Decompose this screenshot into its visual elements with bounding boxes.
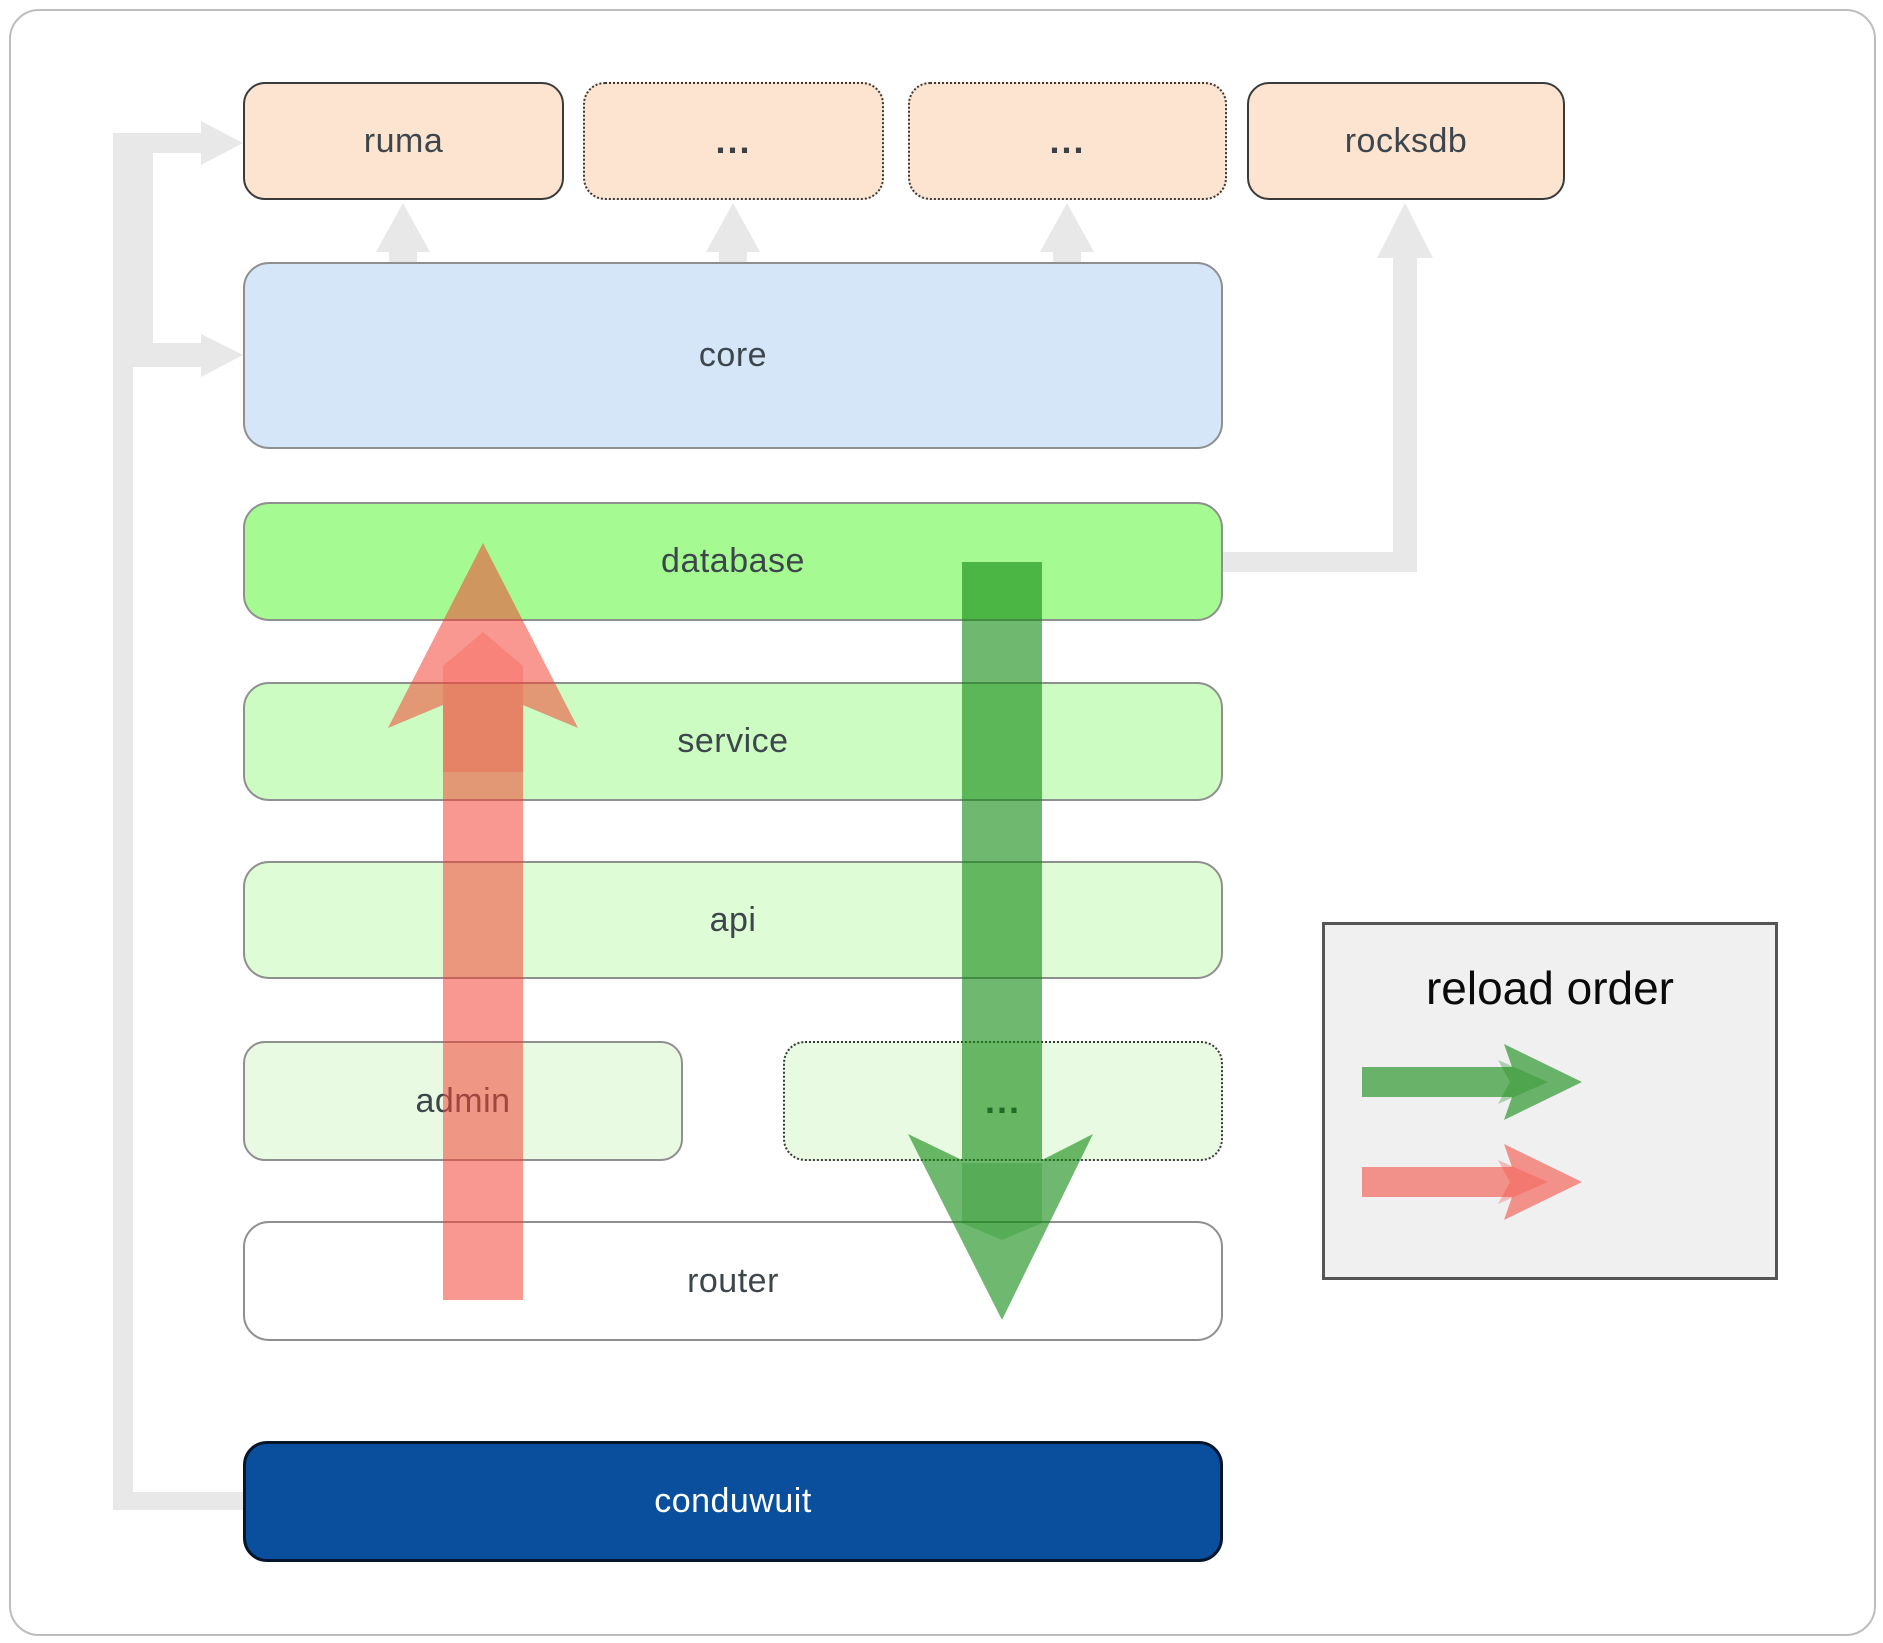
legend-title: reload order	[1425, 962, 1675, 1014]
box-external-2: ...	[908, 82, 1227, 200]
box-api: api	[243, 861, 1223, 979]
box-external-1-label: ...	[715, 120, 752, 161]
box-database: database	[243, 502, 1223, 621]
connector-trunk	[113, 133, 133, 1510]
box-service: service	[243, 682, 1223, 801]
box-conduwuit: conduwuit	[243, 1441, 1223, 1562]
box-api-label: api	[709, 900, 757, 939]
box-rocksdb: rocksdb	[1247, 82, 1565, 200]
connector-ruma-branch	[113, 133, 205, 153]
box-admin: admin	[243, 1041, 683, 1161]
connector-core-branch	[133, 343, 205, 367]
connector-core-riser	[133, 153, 153, 353]
arrowhead-into-core-icon	[201, 334, 243, 377]
outer-border	[9, 9, 1876, 1636]
legend-panel: reload order	[1322, 922, 1778, 1280]
box-external-3: ...	[783, 1041, 1223, 1161]
box-external-1: ...	[583, 82, 884, 200]
box-core: core	[243, 262, 1223, 449]
core-to-ext1-arrowhead-icon	[706, 203, 760, 252]
box-database-label: database	[661, 542, 805, 580]
arrowhead-into-ruma-icon	[201, 121, 243, 165]
box-admin-label: admin	[415, 1081, 511, 1120]
database-to-rocksdb-horizontal	[1223, 552, 1417, 572]
core-to-ext2-arrowhead-icon	[1040, 203, 1094, 252]
box-core-label: core	[698, 336, 768, 374]
box-router-label: router	[687, 1261, 779, 1300]
connector-conduwuit-branch	[113, 1492, 243, 1510]
database-to-rocksdb-vertical	[1393, 248, 1417, 572]
box-rocksdb-label: rocksdb	[1344, 121, 1468, 160]
core-to-ruma-arrowhead-icon	[376, 203, 430, 252]
box-service-label: service	[677, 722, 789, 760]
box-external-2-label: ...	[1049, 120, 1086, 161]
box-conduwuit-label: conduwuit	[654, 1482, 812, 1520]
box-ruma-label: ruma	[363, 121, 444, 160]
box-external-3-label: ...	[984, 1080, 1021, 1121]
box-router: router	[243, 1221, 1223, 1341]
box-ruma: ruma	[243, 82, 564, 200]
rocksdb-arrowhead-icon	[1377, 203, 1433, 258]
